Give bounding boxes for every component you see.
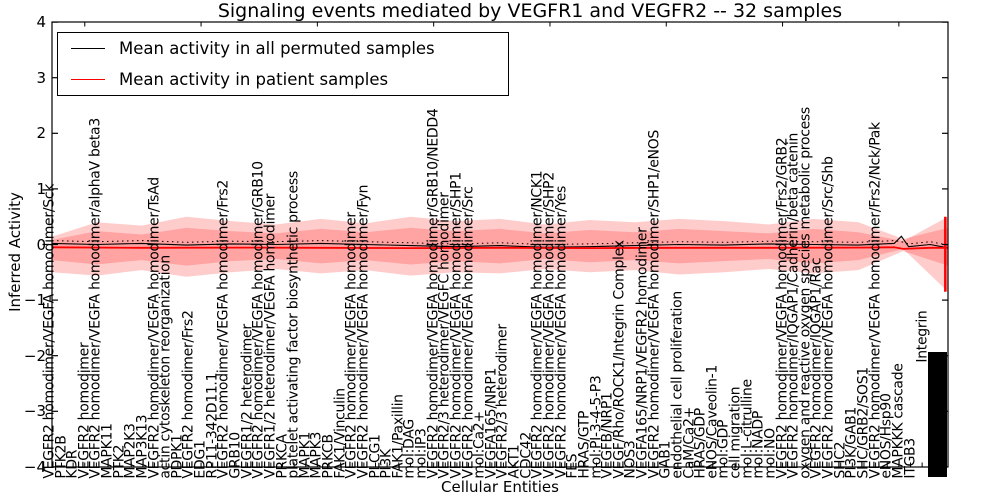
- band-patient-activity-range: [52, 216, 948, 292]
- x-axis-label: Cellular Entities: [441, 478, 559, 496]
- legend-label-patient: Mean activity in patient samples: [119, 70, 389, 89]
- y-tick-label: −2: [23, 346, 46, 365]
- legend-label-permuted: Mean activity in all permuted samples: [119, 39, 435, 58]
- legend-entry-permuted: Mean activity in all permuted samples: [58, 36, 508, 62]
- x-tick-label: ITGB3: [901, 438, 918, 480]
- y-tick-label: −3: [23, 402, 46, 421]
- dotted-black-line: [51, 240, 949, 246]
- line-mean-patient: [51, 246, 948, 250]
- band-permuted-activity-range: [52, 216, 948, 277]
- legend-line-black: [71, 48, 105, 49]
- x-tick-label: VEGFR2 homodimer/VEGFA homodimer/SHP1/eN…: [646, 130, 663, 480]
- legend-line-red: [71, 79, 105, 80]
- y-tick-label: 2: [36, 124, 46, 143]
- y-tick-label: 3: [36, 68, 46, 87]
- chart-title: Signaling events mediated by VEGFR1 and …: [217, 0, 843, 22]
- legend: Mean activity in all permuted samples Me…: [57, 32, 509, 96]
- overlapping-labels-smear: [928, 352, 947, 477]
- y-tick-label: 1: [36, 179, 46, 198]
- y-tick-label: 4: [36, 13, 46, 32]
- legend-entry-patient: Mean activity in patient samples: [58, 67, 508, 93]
- line-mean-permuted: [51, 235, 949, 249]
- x-tick-label-cluster-fragment: Integrin: [914, 310, 931, 363]
- y-tick-label: −1: [23, 291, 46, 310]
- y-tick-label: 0: [36, 235, 46, 254]
- x-tick-label: VEGFR2 homodimer/VEGFA homodimer/Yes: [552, 186, 569, 480]
- x-tick-label: VEGFR2 homodimer/VEGFA homodimer/Src/Shb: [820, 156, 837, 480]
- y-tick-label: −4: [23, 457, 46, 476]
